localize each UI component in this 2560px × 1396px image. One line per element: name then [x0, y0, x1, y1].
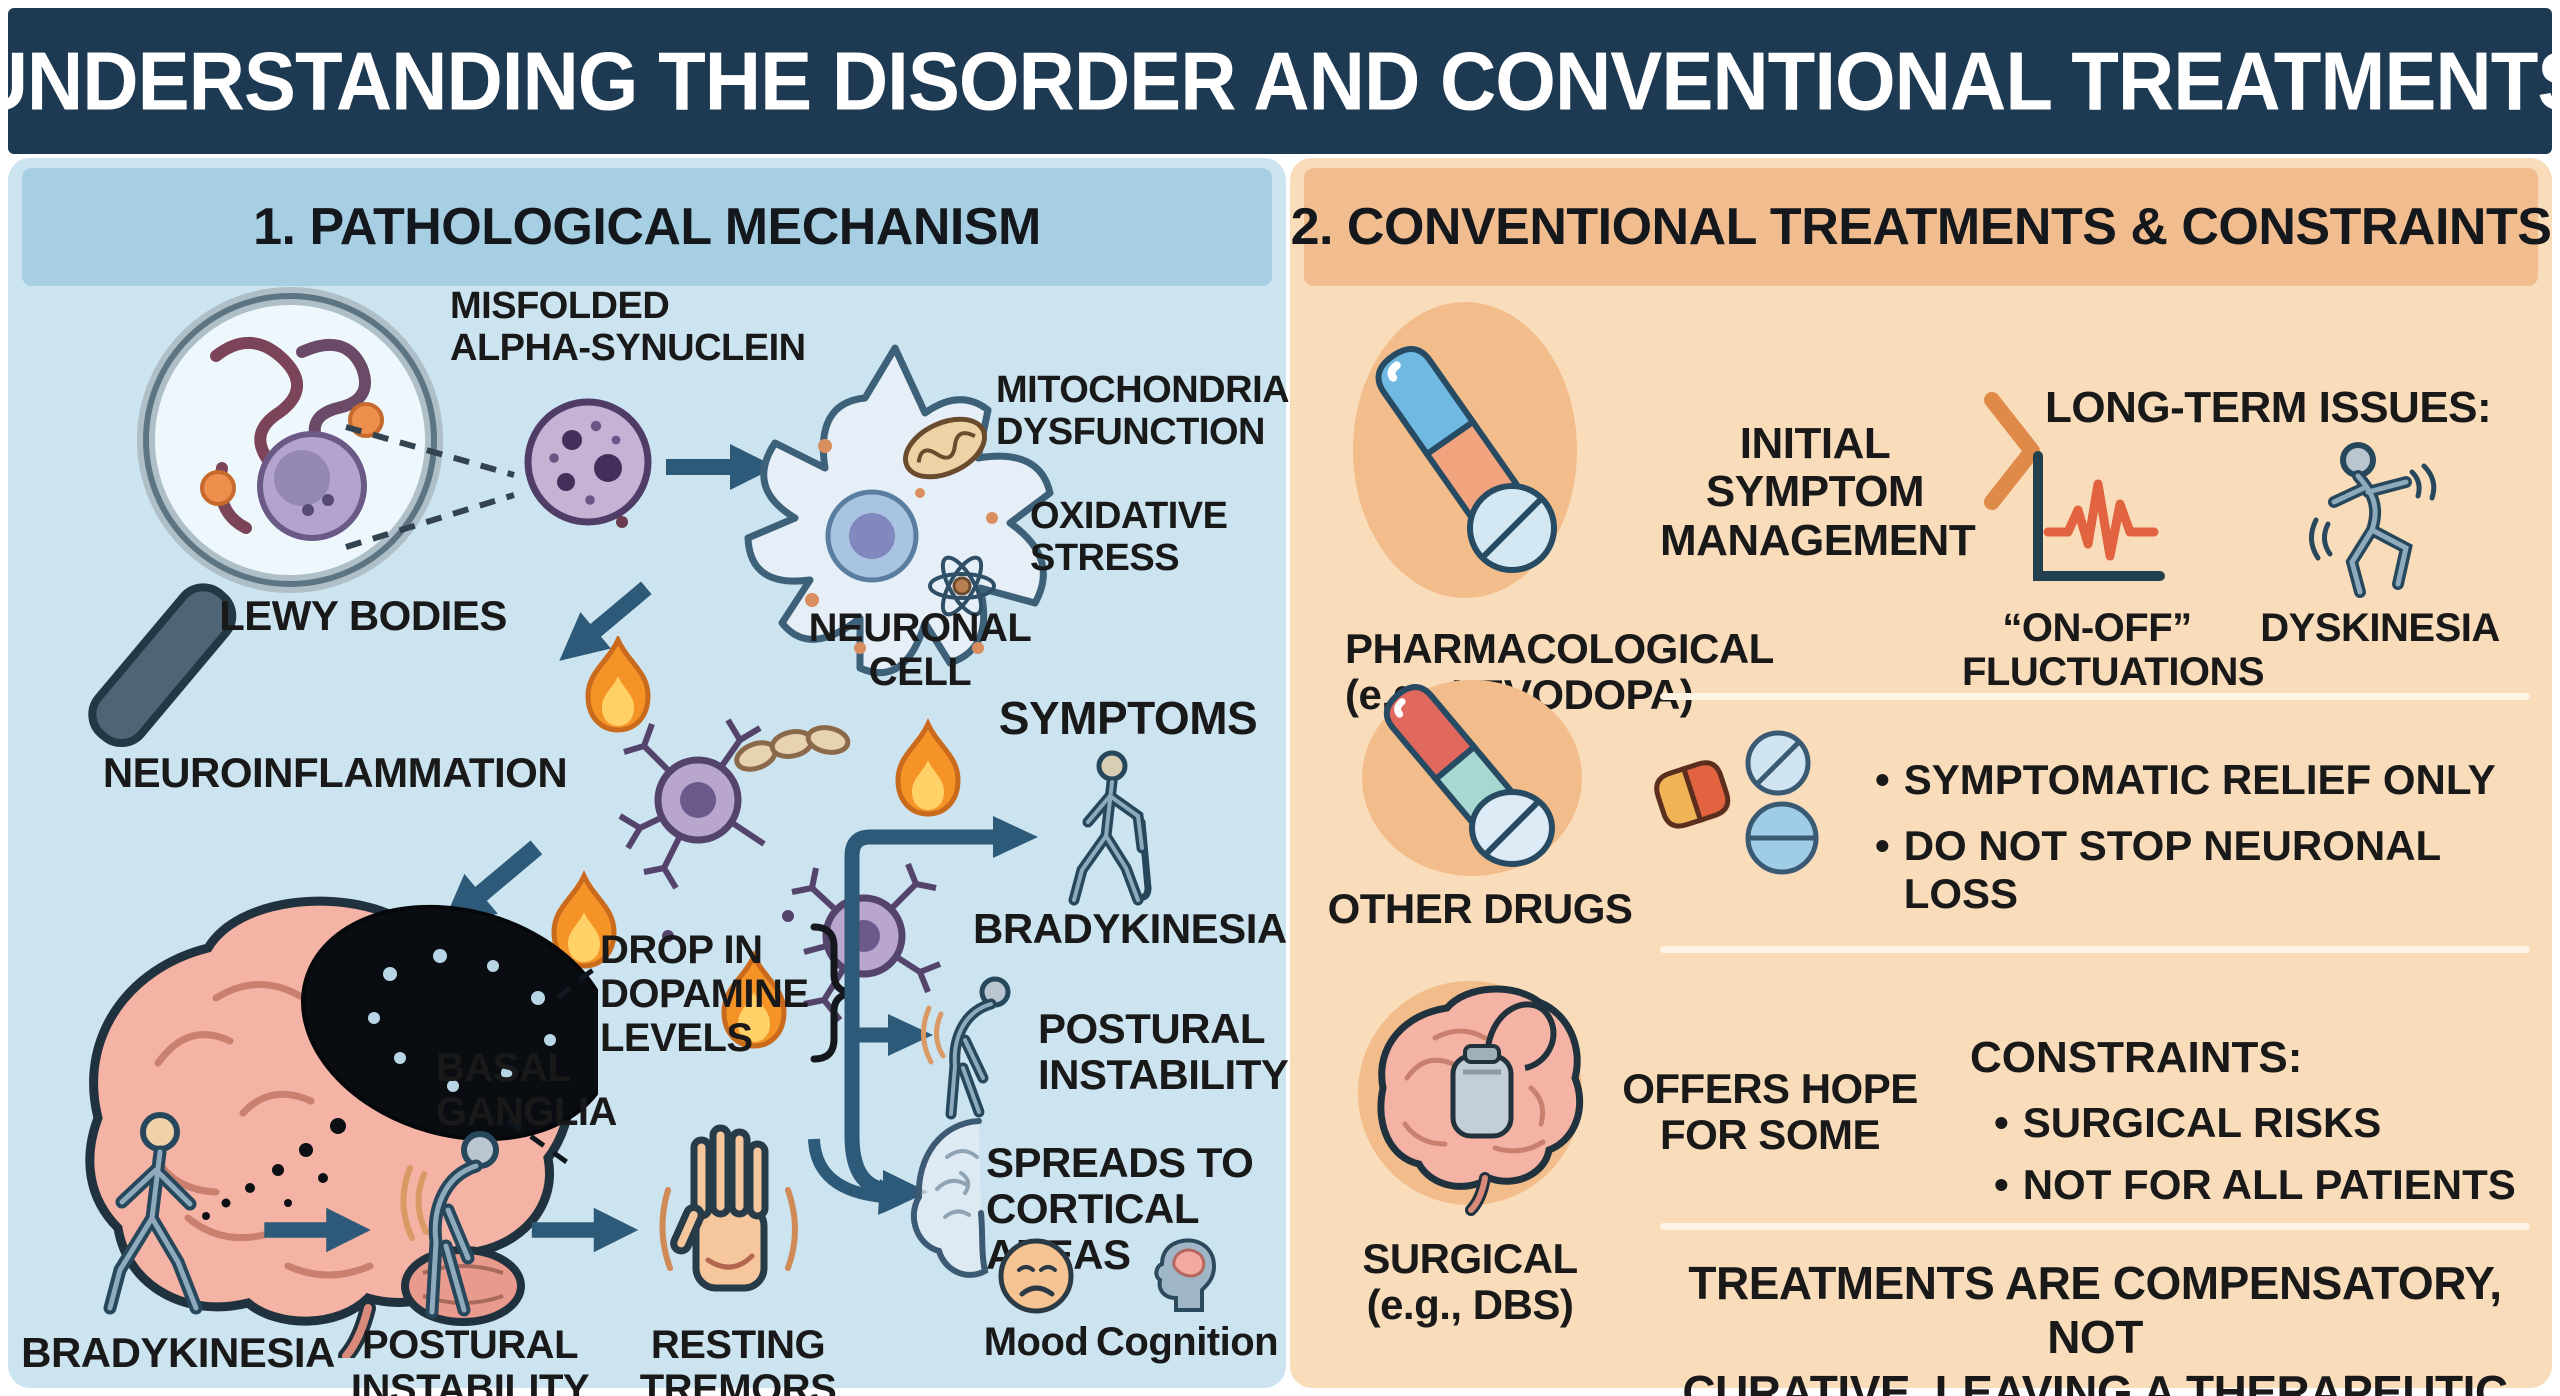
- longterm-heading: LONG-TERM ISSUES:: [2045, 383, 2492, 432]
- onoff-chart-icon: [2033, 451, 2165, 581]
- pharmacological-caption: PHARMACOLOGICAL(e.g., LEVODOPA): [1345, 625, 1774, 719]
- arrow-down-left-icon: [559, 581, 652, 661]
- arrow-bottom-1: [264, 1207, 371, 1253]
- cortical-spread-arrow: [808, 1138, 912, 1215]
- inflamed-neurons-icon: [551, 636, 961, 1049]
- arrow-to-brain-icon: [441, 840, 543, 928]
- mood-face-icon: [998, 1238, 1074, 1314]
- chevron-icon: [1984, 392, 2040, 510]
- bullet-dot: •: [1875, 756, 1890, 803]
- treatments-panel: 2. CONVENTIONAL TREATMENTS & CONSTRAINTS…: [1290, 158, 2552, 1396]
- cane-walker-icon: [1068, 750, 1152, 906]
- neuroinflammation-label: NEUROINFLAMMATION: [102, 749, 568, 796]
- divider-1: [1660, 693, 2530, 700]
- lewy-callout-dashes: [345, 424, 515, 550]
- tremor-hand-icon: [659, 1124, 798, 1292]
- lewy-bodies-label: LEWY BODIES: [219, 592, 507, 639]
- magnifier-icon: [88, 287, 443, 748]
- right-panel-title-band: 2. CONVENTIONAL TREATMENTS & CONSTRAINTS: [1291, 168, 2552, 286]
- stooped-figure-bottom-icon: [400, 1131, 499, 1319]
- walking-figure-icon: [103, 1112, 203, 1315]
- cognition-head-icon: [1154, 1238, 1217, 1312]
- left-panel-title: 1. PATHOLOGICAL MECHANISM: [253, 198, 1041, 256]
- bullet-dot: •: [1994, 1099, 2009, 1146]
- right-panel-title: 2. CONVENTIONAL TREATMENTS & CONSTRAINTS: [1290, 198, 2552, 256]
- onoff-label: “ON-OFF”FLUCTUATIONS: [1962, 606, 2265, 694]
- mood-label: Mood: [983, 1320, 1089, 1364]
- dyskinesia-figure-icon: [2309, 442, 2437, 598]
- levodopa-pills-icon: [1353, 302, 1577, 598]
- bradykinesia-right-label: BRADYKINESIA: [973, 905, 1287, 952]
- neuronal-cell-icon: [744, 344, 1054, 677]
- lewy-body-cell-icon: [524, 398, 652, 528]
- bradykinesia-bottom-label: BRADYKINESIA: [21, 1329, 335, 1376]
- divider-3: [1660, 1223, 2530, 1230]
- header-bar: UNDERSTANDING THE DISORDER AND CONVENTIO…: [0, 8, 2560, 154]
- bullet-symptomatic: • SYMPTOMATIC RELIEF ONLY: [1875, 756, 2496, 803]
- pathological-mechanism-panel: 1. PATHOLOGICAL MECHANISM: [8, 158, 1312, 1396]
- symptoms-heading: SYMPTOMS: [998, 692, 1258, 744]
- constraints-heading: CONSTRAINTS:: [1970, 1033, 2303, 1082]
- bullet-surgical-risks: • SURGICAL RISKS: [1994, 1099, 2382, 1146]
- stooped-figure-icon: [921, 976, 1011, 1120]
- other-drugs-icon: [1362, 680, 1582, 876]
- arrow-right-icon: [666, 444, 776, 490]
- constraints-block: CONSTRAINTS: • SURGICAL RISKS • NOT FOR …: [1970, 1033, 2540, 1209]
- other-drugs-label: OTHER DRUGS: [1327, 885, 1633, 932]
- left-panel-title-band: 1. PATHOLOGICAL MECHANISM: [22, 168, 1272, 286]
- dbs-brain-icon: [1358, 981, 1584, 1216]
- drug-limits-bullets: • SYMPTOMATIC RELIEF ONLY • DO NOT STOP …: [1875, 756, 2552, 918]
- dyskinesia-label: DYSKINESIA: [2260, 606, 2500, 650]
- bullet-dot: •: [1994, 1161, 2009, 1208]
- neuronal-cell-label: NEURONAL CELL: [808, 606, 1032, 694]
- loose-pills-icon: [1654, 730, 1819, 875]
- surgical-caption: SURGICAL(e.g., DBS): [1362, 1235, 1578, 1329]
- divider-2: [1660, 946, 2530, 953]
- arrow-bottom-2: [531, 1207, 639, 1253]
- bullet-neuronal-loss: • DO NOT STOP NEURONAL LOSS: [1875, 822, 2441, 917]
- bullet-not-all-patients: • NOT FOR ALL PATIENTS: [1994, 1161, 2516, 1208]
- cortical-brain-icon: [910, 1118, 989, 1278]
- header-title: UNDERSTANDING THE DISORDER AND CONVENTIO…: [0, 33, 2560, 128]
- bullet-dot: •: [1875, 822, 1890, 869]
- cognition-label: Cognition: [1096, 1320, 1279, 1364]
